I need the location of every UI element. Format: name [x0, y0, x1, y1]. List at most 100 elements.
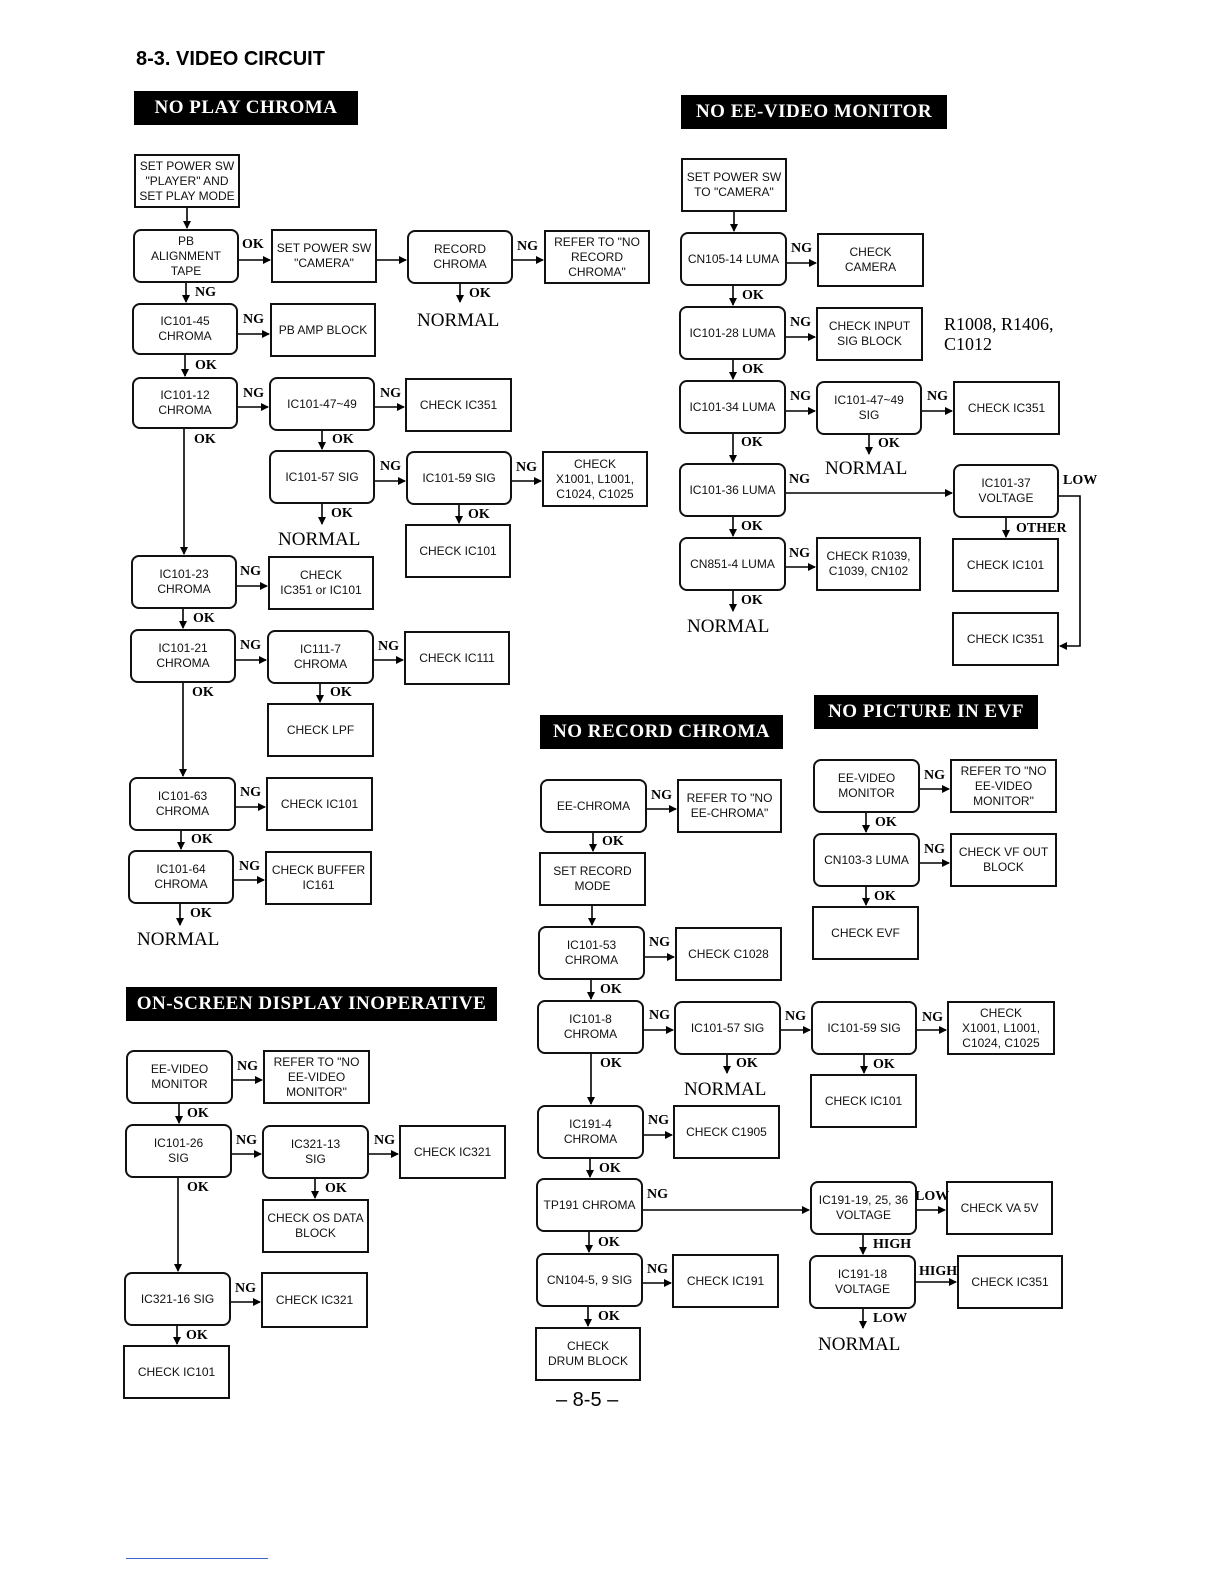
branch-ng: NG	[924, 842, 945, 857]
evf-cn103-3-box: CN103-3 LUMA	[813, 833, 920, 887]
branch-ok: OK	[469, 286, 491, 301]
branch-ng: NG	[243, 312, 264, 327]
npc-check-ic111-box: CHECK IC111	[404, 631, 510, 685]
npc-ic101-21-box: IC101-21 CHROMA	[130, 629, 236, 683]
branch-ng: NG	[517, 239, 538, 254]
npc-ic101-64-box: IC101-64 CHROMA	[128, 850, 234, 904]
branch-low: LOW	[915, 1189, 950, 1204]
branch-low: LOW	[873, 1311, 908, 1326]
branch-ok: OK	[741, 519, 763, 534]
branch-high: HIGH	[873, 1237, 912, 1252]
nev-normal-1: NORMAL	[825, 458, 908, 479]
branch-ng: NG	[647, 1187, 668, 1202]
osd-check-ic101-box: CHECK IC101	[123, 1345, 230, 1399]
branch-ng: NG	[239, 859, 260, 874]
nev-check-ic101-box: CHECK IC101	[952, 538, 1059, 592]
branch-ok: OK	[330, 685, 352, 700]
nev-check-camera-box: CHECK CAMERA	[817, 233, 924, 287]
nev-ic101-37-box: IC101-37 VOLTAGE	[953, 464, 1059, 518]
npc-check-buffer-box: CHECK BUFFER IC161	[265, 851, 372, 905]
npc-normal-2: NORMAL	[278, 529, 361, 550]
nev-ic101-34-box: IC101-34 LUMA	[679, 380, 786, 434]
nrc-ic101-57-box: IC101-57 SIG	[674, 1001, 781, 1055]
section-title: 8-3. VIDEO CIRCUIT	[136, 48, 325, 70]
nrc-check-x1001-box: CHECK X1001, L1001, C1024, C1025	[947, 1001, 1055, 1055]
npc-start-box: SET POWER SW "PLAYER" AND SET PLAY MODE	[134, 154, 240, 208]
branch-ok: OK	[599, 1161, 621, 1176]
evf-refer-ee-box: REFER TO "NO EE-VIDEO MONITOR"	[950, 759, 1057, 813]
npc-ic101-12-box: IC101-12 CHROMA	[132, 377, 238, 429]
nev-check-input-box: CHECK INPUT SIG BLOCK	[816, 307, 923, 361]
branch-ok: OK	[468, 507, 490, 522]
branch-ng: NG	[378, 639, 399, 654]
nev-ic101-28-box: IC101-28 LUMA	[679, 306, 786, 360]
nrc-check-va-box: CHECK VA 5V	[946, 1181, 1053, 1235]
nrc-ee-chroma-box: EE-CHROMA	[540, 779, 647, 833]
branch-ok: OK	[875, 815, 897, 830]
branch-ng: NG	[790, 389, 811, 404]
branch-ok: OK	[736, 1056, 758, 1071]
branch-ng: NG	[243, 386, 264, 401]
branch-ok: OK	[742, 288, 764, 303]
osd-ic321-13-box: IC321-13 SIG	[262, 1125, 369, 1179]
branch-ng: NG	[789, 546, 810, 561]
nev-cn851-4-box: CN851-4 LUMA	[679, 537, 786, 591]
branch-ng: NG	[927, 389, 948, 404]
evf-check-evf-box: CHECK EVF	[812, 906, 919, 960]
branch-ng: NG	[240, 638, 261, 653]
npc-set-camera-box: SET POWER SW "CAMERA"	[271, 229, 377, 283]
evf-ee-video-box: EE-VIDEO MONITOR	[813, 759, 920, 813]
nrc-ic191-4-box: IC191-4 CHROMA	[537, 1105, 644, 1159]
branch-ng: NG	[380, 459, 401, 474]
osd-check-ic321-b-box: CHECK IC321	[261, 1272, 368, 1328]
branch-ng: NG	[651, 788, 672, 803]
npc-ic101-63-box: IC101-63 CHROMA	[129, 777, 236, 831]
npc-ic101-59-box: IC101-59 SIG	[406, 451, 512, 505]
npc-check-ic101-box: CHECK IC101	[405, 524, 511, 578]
branch-ok: OK	[602, 834, 624, 849]
nrc-ic101-8-box: IC101-8 CHROMA	[537, 1000, 644, 1054]
header-no-ee-video-monitor: NO EE-VIDEO MONITOR	[681, 95, 947, 129]
branch-ng: NG	[235, 1281, 256, 1296]
branch-ng: NG	[789, 472, 810, 487]
branch-ok: OK	[873, 1057, 895, 1072]
npc-ic101-45-box: IC101-45 CHROMA	[132, 303, 238, 355]
footer-rule	[126, 1558, 268, 1559]
npc-refer-record-box: REFER TO "NO RECORD CHROMA"	[544, 230, 650, 284]
npc-pb-amp-box: PB AMP BLOCK	[270, 303, 376, 357]
osd-refer-ee-box: REFER TO "NO EE-VIDEO MONITOR"	[263, 1050, 370, 1104]
branch-ok: OK	[325, 1181, 347, 1196]
nrc-ic101-53-box: IC101-53 CHROMA	[538, 926, 645, 980]
branch-ok: OK	[741, 593, 763, 608]
branch-ok: OK	[187, 1180, 209, 1195]
npc-normal-3: NORMAL	[137, 929, 220, 950]
nrc-set-record-box: SET RECORD MODE	[539, 852, 646, 906]
npc-check-lpf-box: CHECK LPF	[267, 703, 374, 757]
npc-check-ic101-b-box: CHECK IC101	[266, 777, 373, 831]
branch-ok: OK	[598, 1309, 620, 1324]
branch-ok: OK	[192, 685, 214, 700]
branch-ok: OK	[600, 982, 622, 997]
branch-ng: NG	[237, 1059, 258, 1074]
npc-normal-1: NORMAL	[417, 310, 500, 331]
branch-ng: NG	[649, 1008, 670, 1023]
nev-check-ic351-box: CHECK IC351	[953, 381, 1060, 435]
branch-ng: NG	[647, 1262, 668, 1277]
npc-ic101-23-box: IC101-23 CHROMA	[131, 555, 237, 609]
nrc-ic191-19-box: IC191-19, 25, 36 VOLTAGE	[810, 1181, 917, 1235]
branch-ok: OK	[194, 432, 216, 447]
branch-ng: NG	[240, 564, 261, 579]
nrc-normal-1: NORMAL	[684, 1079, 767, 1100]
nrc-normal-2: NORMAL	[818, 1334, 901, 1355]
header-osd-inoperative: ON-SCREEN DISPLAY INOPERATIVE	[126, 987, 497, 1021]
nev-ic101-47-49-box: IC101-47~49 SIG	[816, 381, 922, 435]
osd-check-ic321-box: CHECK IC321	[399, 1125, 506, 1179]
branch-ng: NG	[374, 1133, 395, 1148]
branch-ok: OK	[742, 362, 764, 377]
npc-record-chroma-box: RECORD CHROMA	[407, 230, 513, 284]
branch-low: LOW	[1063, 473, 1098, 488]
nev-ic101-36-box: IC101-36 LUMA	[679, 463, 786, 517]
branch-ng: NG	[791, 241, 812, 256]
nrc-ic101-59-box: IC101-59 SIG	[811, 1001, 917, 1055]
